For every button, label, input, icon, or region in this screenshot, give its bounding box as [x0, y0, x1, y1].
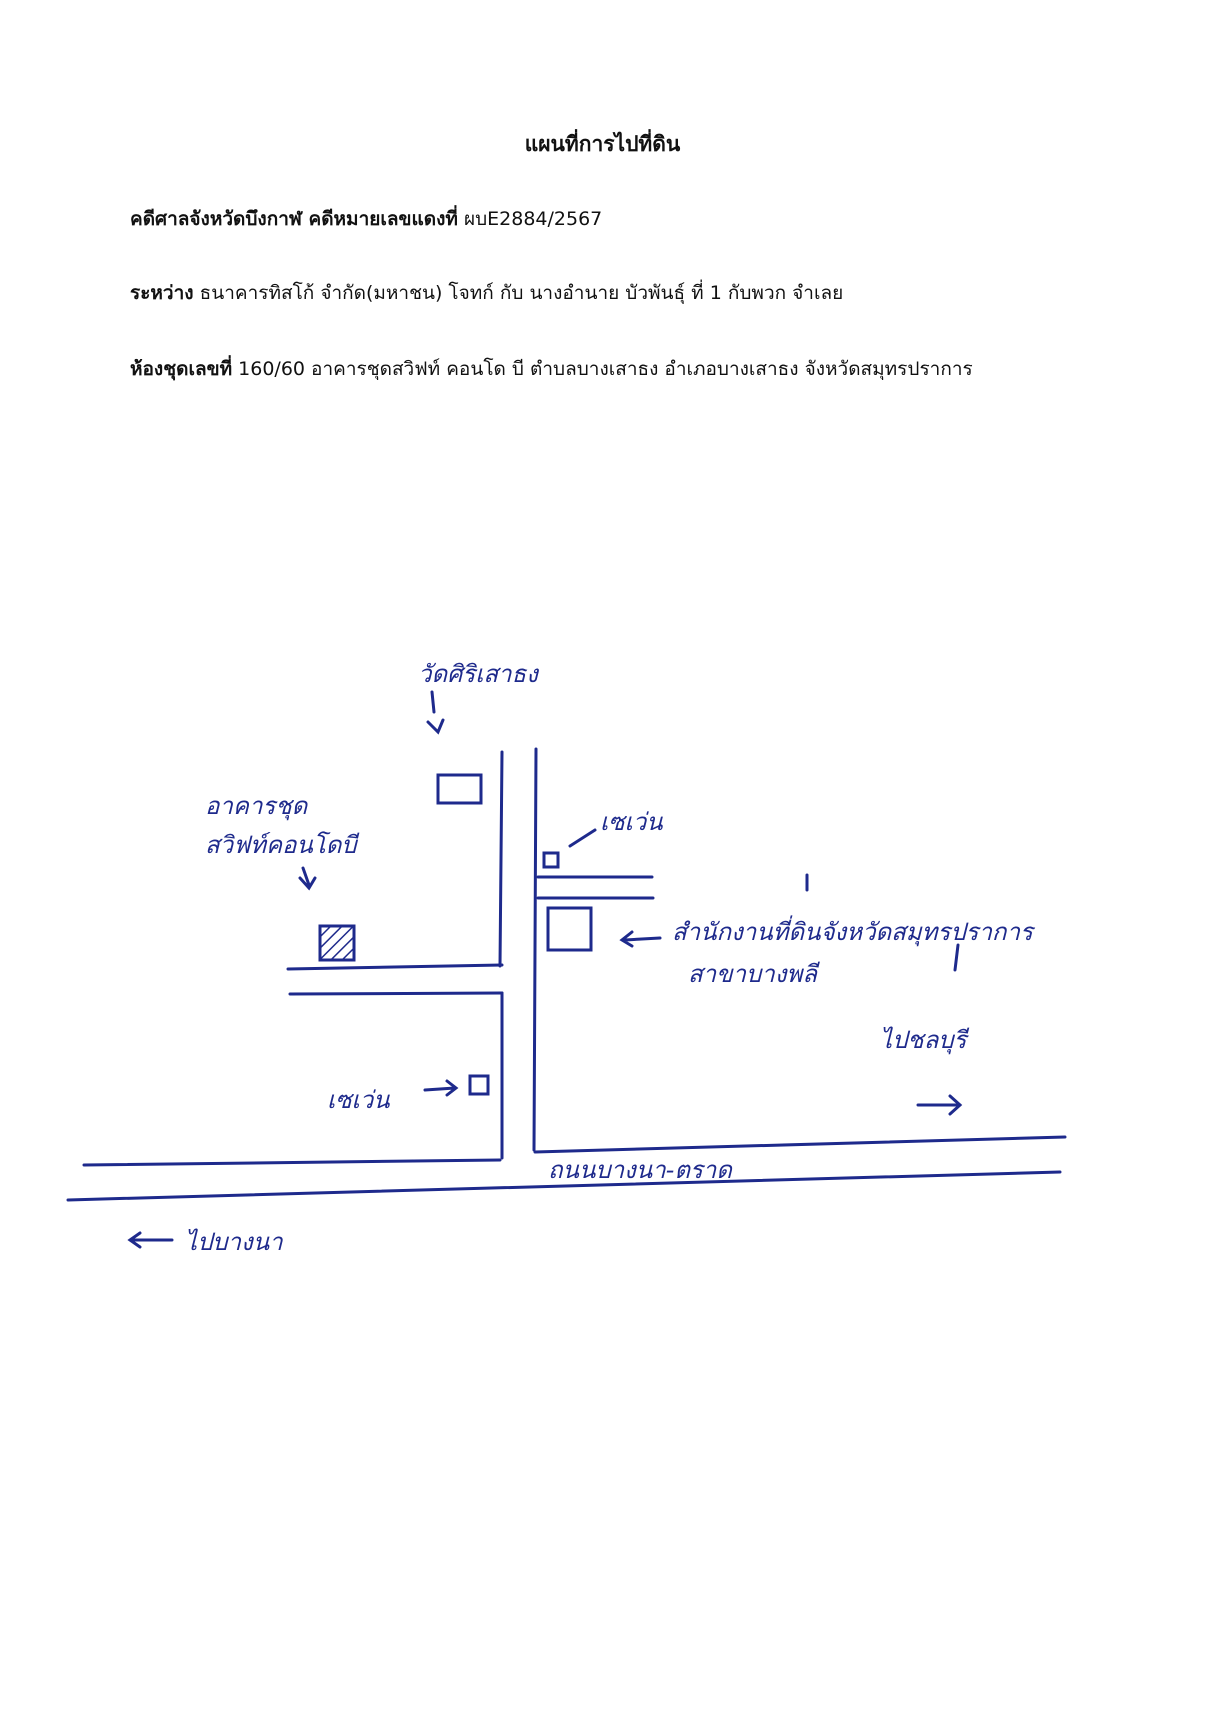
- condo-arrow: [298, 866, 317, 891]
- to-bangna-arrow: [127, 1231, 174, 1249]
- left-soi-edge-outer: [498, 750, 504, 968]
- right-soi-edge: [532, 747, 538, 1152]
- shophouse-bottom-arrow: [423, 1079, 459, 1097]
- shophouse-top-arrow: [568, 828, 597, 848]
- left-branch-road-top: [286, 963, 504, 971]
- left-branch-road-bottom: [288, 991, 504, 996]
- main-road-edge-top: [82, 1158, 502, 1167]
- document-title: แผนที่การไปที่ดิน: [524, 132, 681, 156]
- land-office-label-line2: สาขาบางพลี: [688, 960, 820, 988]
- temple-building: [436, 773, 483, 805]
- condo-label-line2: สวิฟท์คอนโดบี: [205, 831, 360, 859]
- shophouse-top-label: เซเว่น: [600, 808, 663, 836]
- to-bangna-label: ไปบางนา: [185, 1228, 284, 1256]
- land-office-mark: [805, 873, 960, 972]
- unit-line: ห้องชุดเลขที่ 160/60 อาคารชุดสวิฟท์ คอนโ…: [130, 354, 973, 384]
- to-chonburi-label: ไปชลบุรี: [880, 1026, 970, 1055]
- case-number: ผบE2884/2567: [463, 208, 603, 230]
- land-office-arrow: [619, 930, 662, 948]
- condo-building: [318, 924, 356, 962]
- temple-arrow: [426, 690, 445, 735]
- parties-label: ระหว่าง: [130, 282, 194, 304]
- to-chonburi-arrow: [916, 1094, 963, 1116]
- unit-label: ห้องชุดเลขที่: [130, 358, 233, 380]
- shophouse-bottom-label: เซเว่น: [327, 1086, 390, 1114]
- land-office-building: [546, 906, 593, 952]
- case-label: คดีศาลจังหวัดบึงกาฬ คดีหมายเลขแดงที่: [130, 208, 458, 230]
- unit-text: 160/60 อาคารชุดสวิฟท์ คอนโด บี ตำบลบางเส…: [238, 358, 973, 380]
- condo-label-line1: อาคารชุด: [205, 792, 309, 821]
- case-line: คดีศาลจังหวัดบึงกาฬ คดีหมายเลขแดงที่ ผบE…: [130, 204, 602, 234]
- parties-line: ระหว่าง ธนาคารทิสโก้ จำกัด(มหาชน) โจทก์ …: [130, 278, 843, 308]
- main-road-edge-top-right: [533, 1135, 1067, 1154]
- shophouse-bottom-building: [468, 1074, 490, 1096]
- land-office-label-line1: สำนักงานที่ดินจังหวัดสมุทรปราการ: [672, 915, 1036, 947]
- shophouse-top-building: [542, 851, 560, 869]
- main-road-edge-bottom: [66, 1170, 1062, 1202]
- parties-text: ธนาคารทิสโก้ จำกัด(มหาชน) โจทก์ กับ นางอ…: [199, 282, 844, 304]
- road-name-label: ถนนบางนา-ตราด: [548, 1156, 733, 1184]
- temple-label: วัดศิริเสาธง: [418, 660, 540, 688]
